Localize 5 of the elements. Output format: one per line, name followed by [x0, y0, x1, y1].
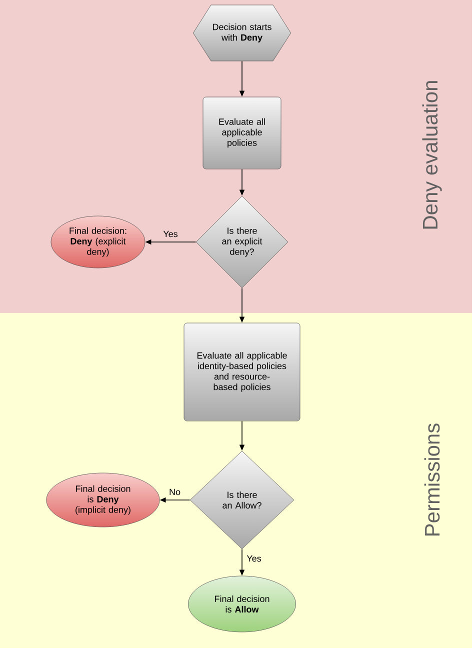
process-box: Evaluate all applicable identity-based policies and resource-based policies	[184, 322, 300, 422]
edge-label: Yes	[163, 230, 178, 238]
edge-label: No	[170, 488, 180, 496]
process-box: Evaluate all applicable policies	[202, 96, 282, 170]
edge-label: Yes	[246, 555, 262, 562]
